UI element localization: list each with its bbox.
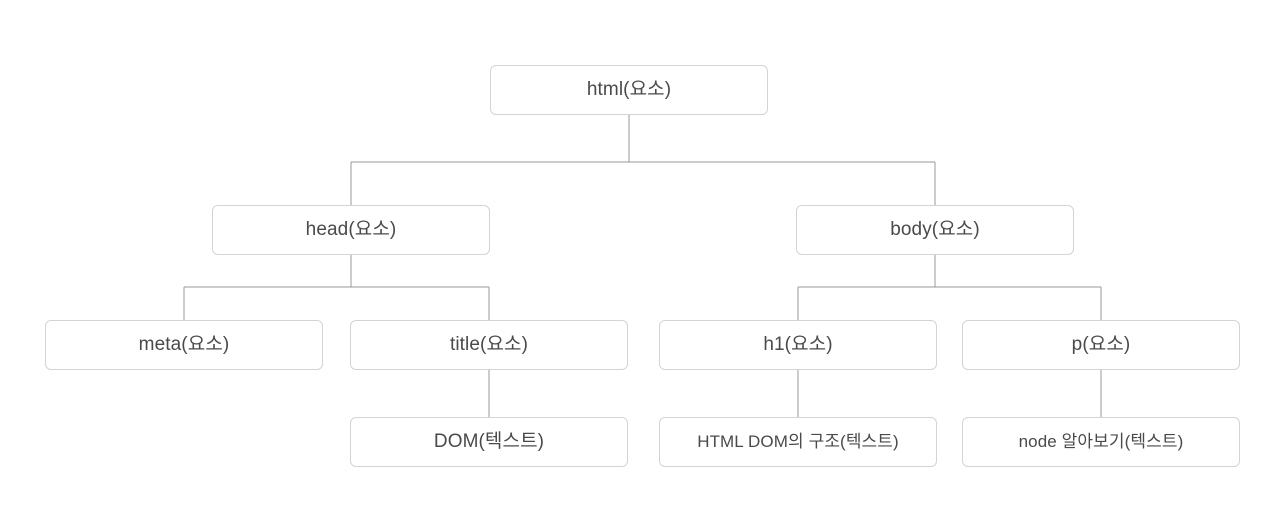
- node-head[interactable]: head(요소): [212, 205, 490, 255]
- node-title-label: title(요소): [449, 333, 529, 355]
- node-html-label: html(요소): [586, 78, 672, 100]
- node-p-text[interactable]: node 알아보기(텍스트): [962, 417, 1240, 467]
- node-p-text-label: node 알아보기(텍스트): [1018, 431, 1184, 451]
- node-h1[interactable]: h1(요소): [659, 320, 937, 370]
- node-title[interactable]: title(요소): [350, 320, 628, 370]
- node-p-label: p(요소): [1071, 333, 1131, 355]
- node-body[interactable]: body(요소): [796, 205, 1074, 255]
- node-title-text-label: DOM(텍스트): [433, 430, 545, 452]
- node-meta[interactable]: meta(요소): [45, 320, 323, 370]
- node-p[interactable]: p(요소): [962, 320, 1240, 370]
- node-head-label: head(요소): [305, 218, 397, 240]
- node-html[interactable]: html(요소): [490, 65, 768, 115]
- node-body-label: body(요소): [890, 218, 980, 240]
- node-h1-text[interactable]: HTML DOM의 구조(텍스트): [659, 417, 937, 467]
- node-h1-label: h1(요소): [763, 333, 833, 355]
- node-meta-label: meta(요소): [138, 333, 230, 355]
- node-h1-text-label: HTML DOM의 구조(텍스트): [697, 431, 899, 451]
- node-title-text[interactable]: DOM(텍스트): [350, 417, 628, 467]
